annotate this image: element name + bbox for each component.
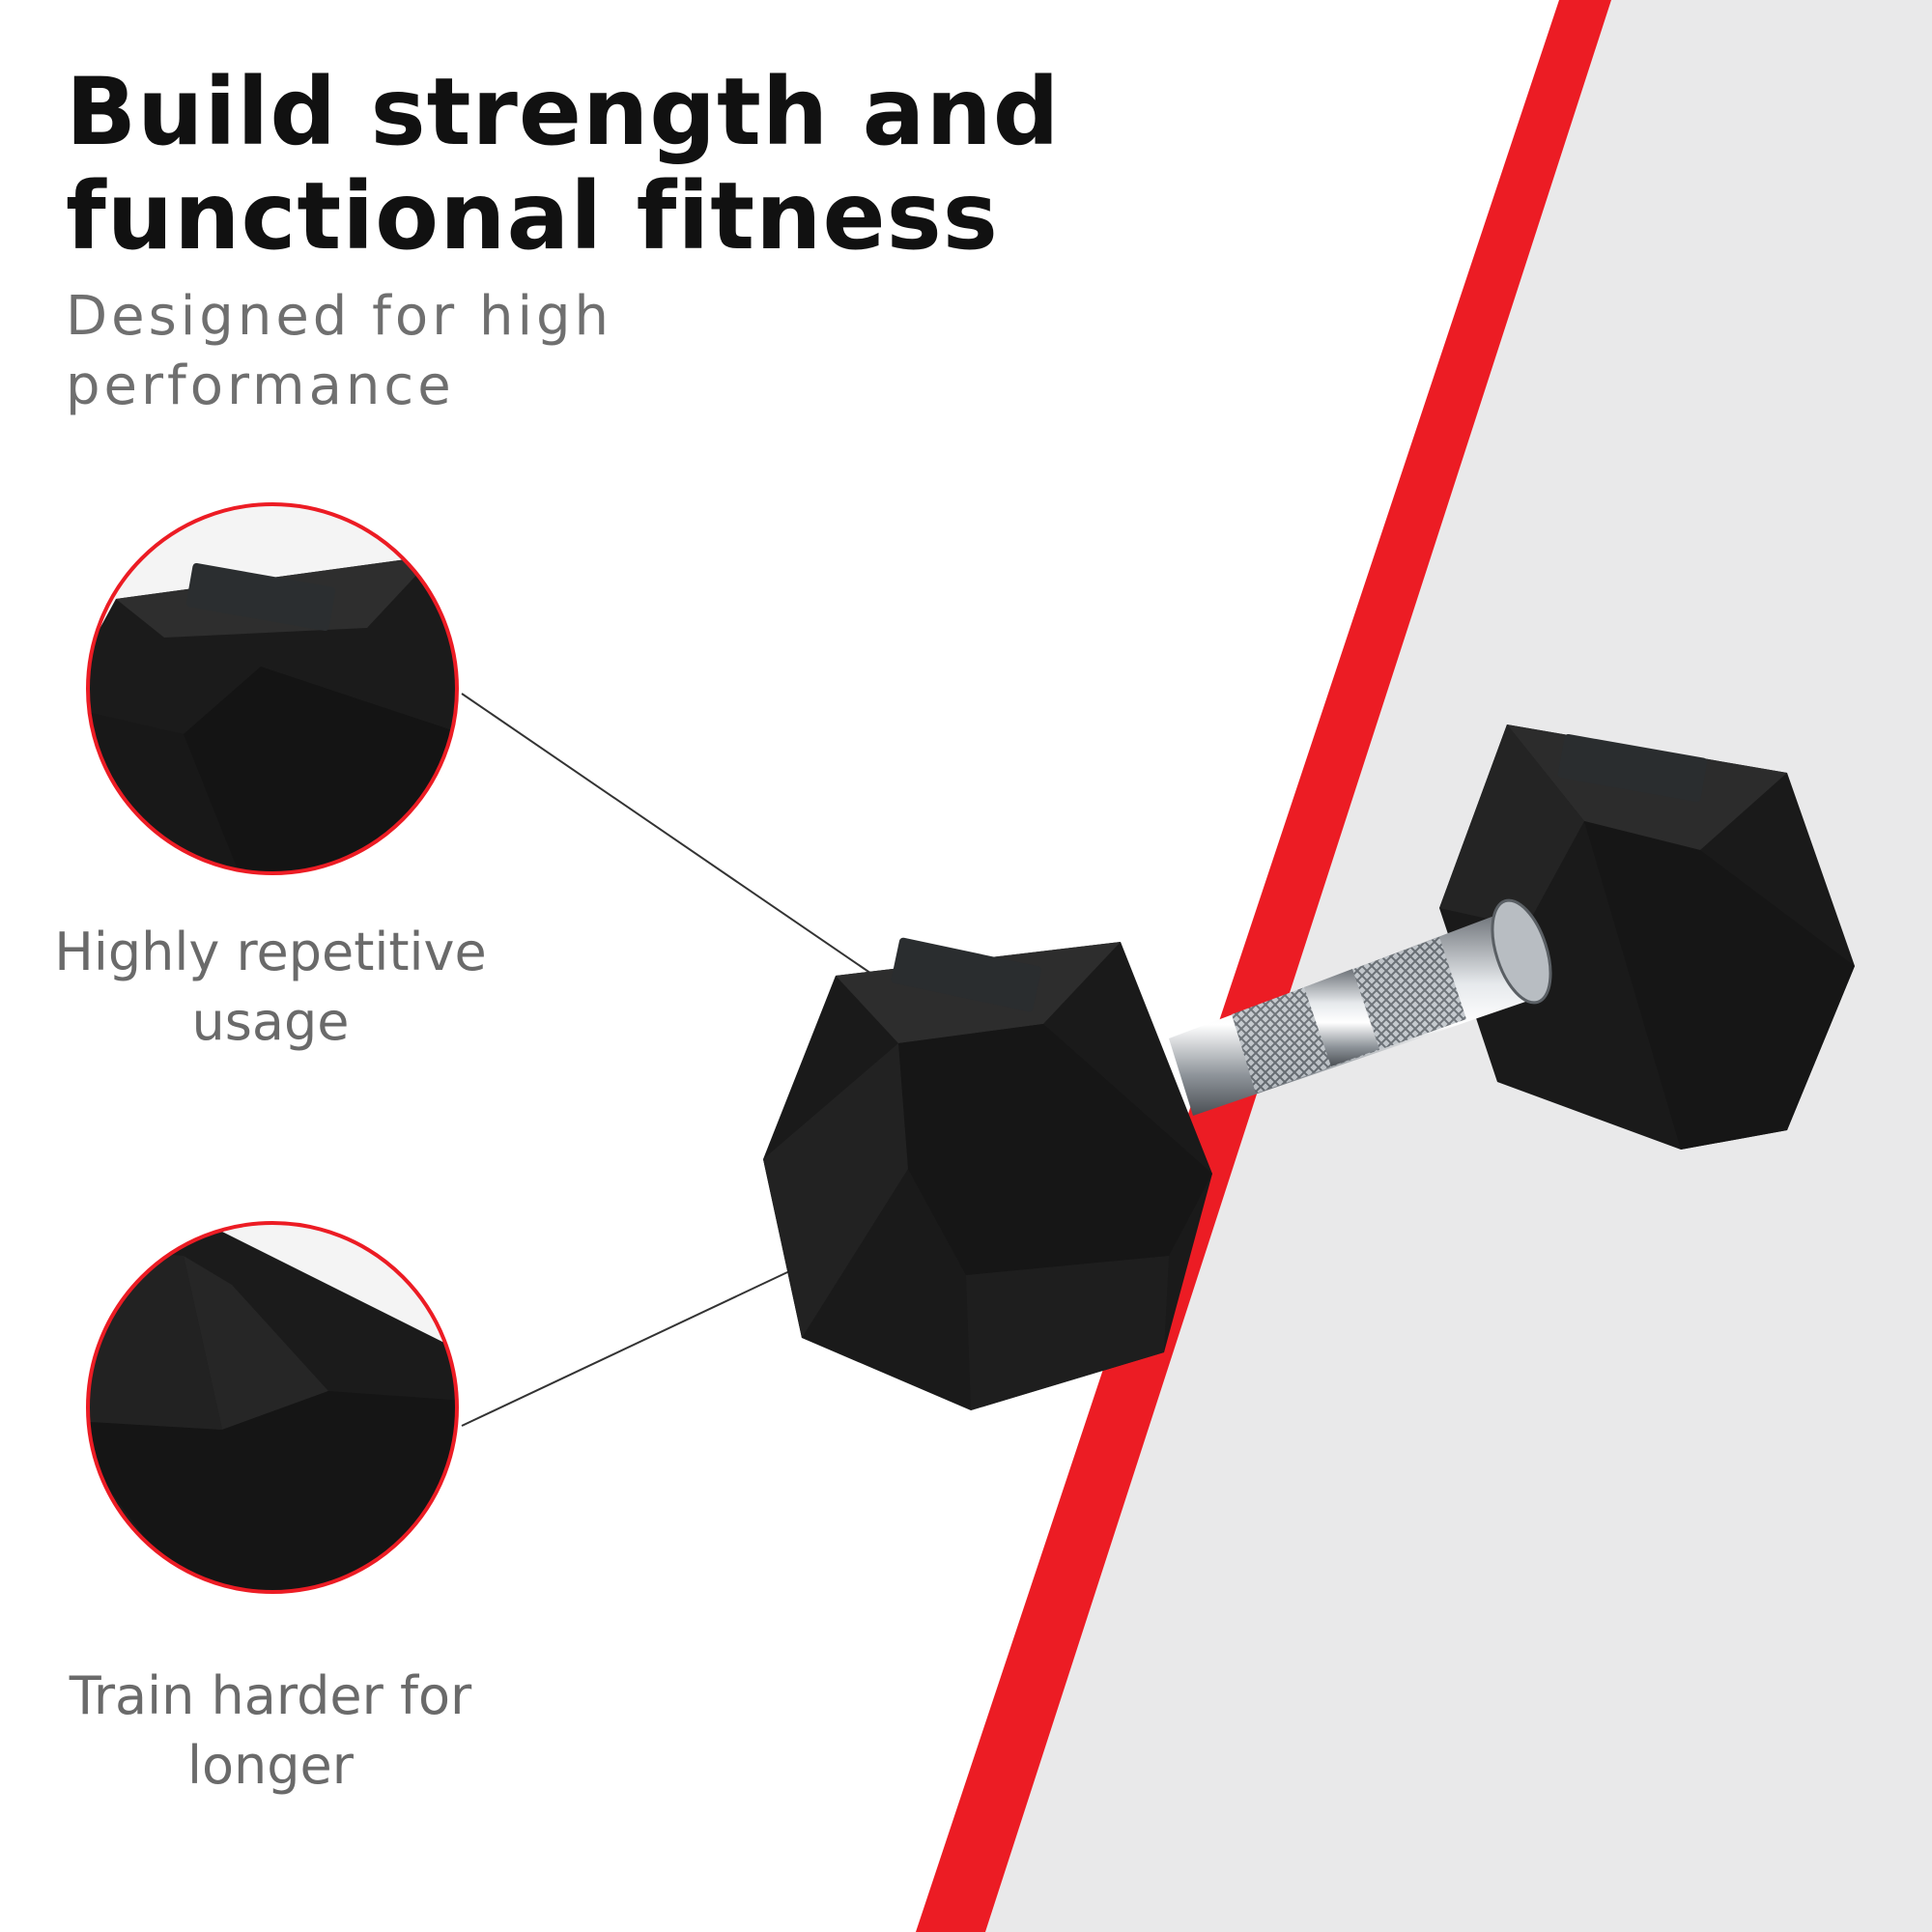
feature-label-train-harder: Train harder for longer [69, 1665, 472, 1796]
dumbbell-handle [1169, 898, 1552, 1116]
feature-label-repetitive-usage: Highly repetitive usage [54, 922, 487, 1052]
subheadline: Designed for high performance [66, 285, 613, 417]
dumbbell-near-head [763, 937, 1212, 1410]
connector-line-bottom [461, 1264, 803, 1427]
zoom-circle-bottom [86, 1221, 459, 1594]
headline: Build strength and functional fitness [66, 58, 1061, 270]
dumbbell-far-head [1439, 724, 1855, 1150]
red-diagonal-stripe [916, 0, 1611, 1932]
connector-line-top [461, 693, 878, 979]
zoom-circle-top [86, 502, 459, 875]
